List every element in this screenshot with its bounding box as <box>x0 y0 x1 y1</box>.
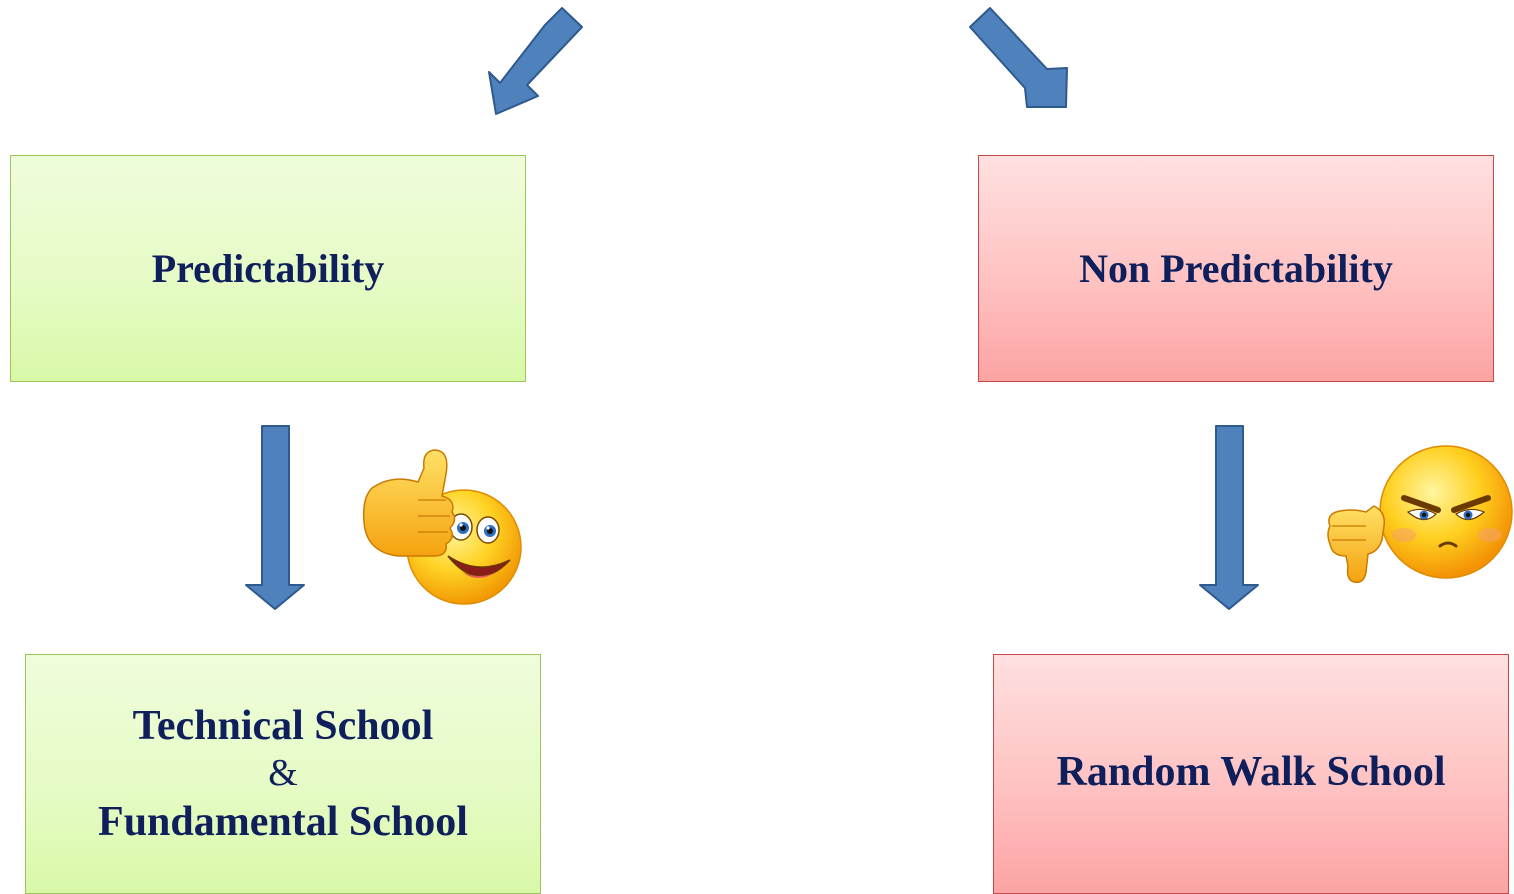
technical-fundamental-box: Technical School & Fundamental School <box>25 654 541 894</box>
thumbs-up-smiley-icon <box>362 449 522 605</box>
non-predictability-box: Non Predictability <box>978 155 1494 382</box>
ampersand-label: & <box>268 752 298 795</box>
random-walk-label: Random Walk School <box>1056 749 1446 795</box>
arrow-diagonal-left <box>488 7 583 115</box>
predictability-box: Predictability <box>10 155 526 382</box>
non-predictability-label: Non Predictability <box>1079 245 1393 291</box>
fundamental-school-label: Fundamental School <box>98 798 468 845</box>
predictability-label: Predictability <box>151 245 385 291</box>
technical-school-label: Technical School <box>132 702 434 749</box>
arrow-diagonal-right <box>969 7 1068 108</box>
thumbs-down-angry-smiley-icon <box>1327 445 1513 584</box>
arrow-down-right <box>1199 425 1259 610</box>
random-walk-box: Random Walk School <box>993 654 1509 894</box>
arrow-down-left <box>245 425 305 610</box>
